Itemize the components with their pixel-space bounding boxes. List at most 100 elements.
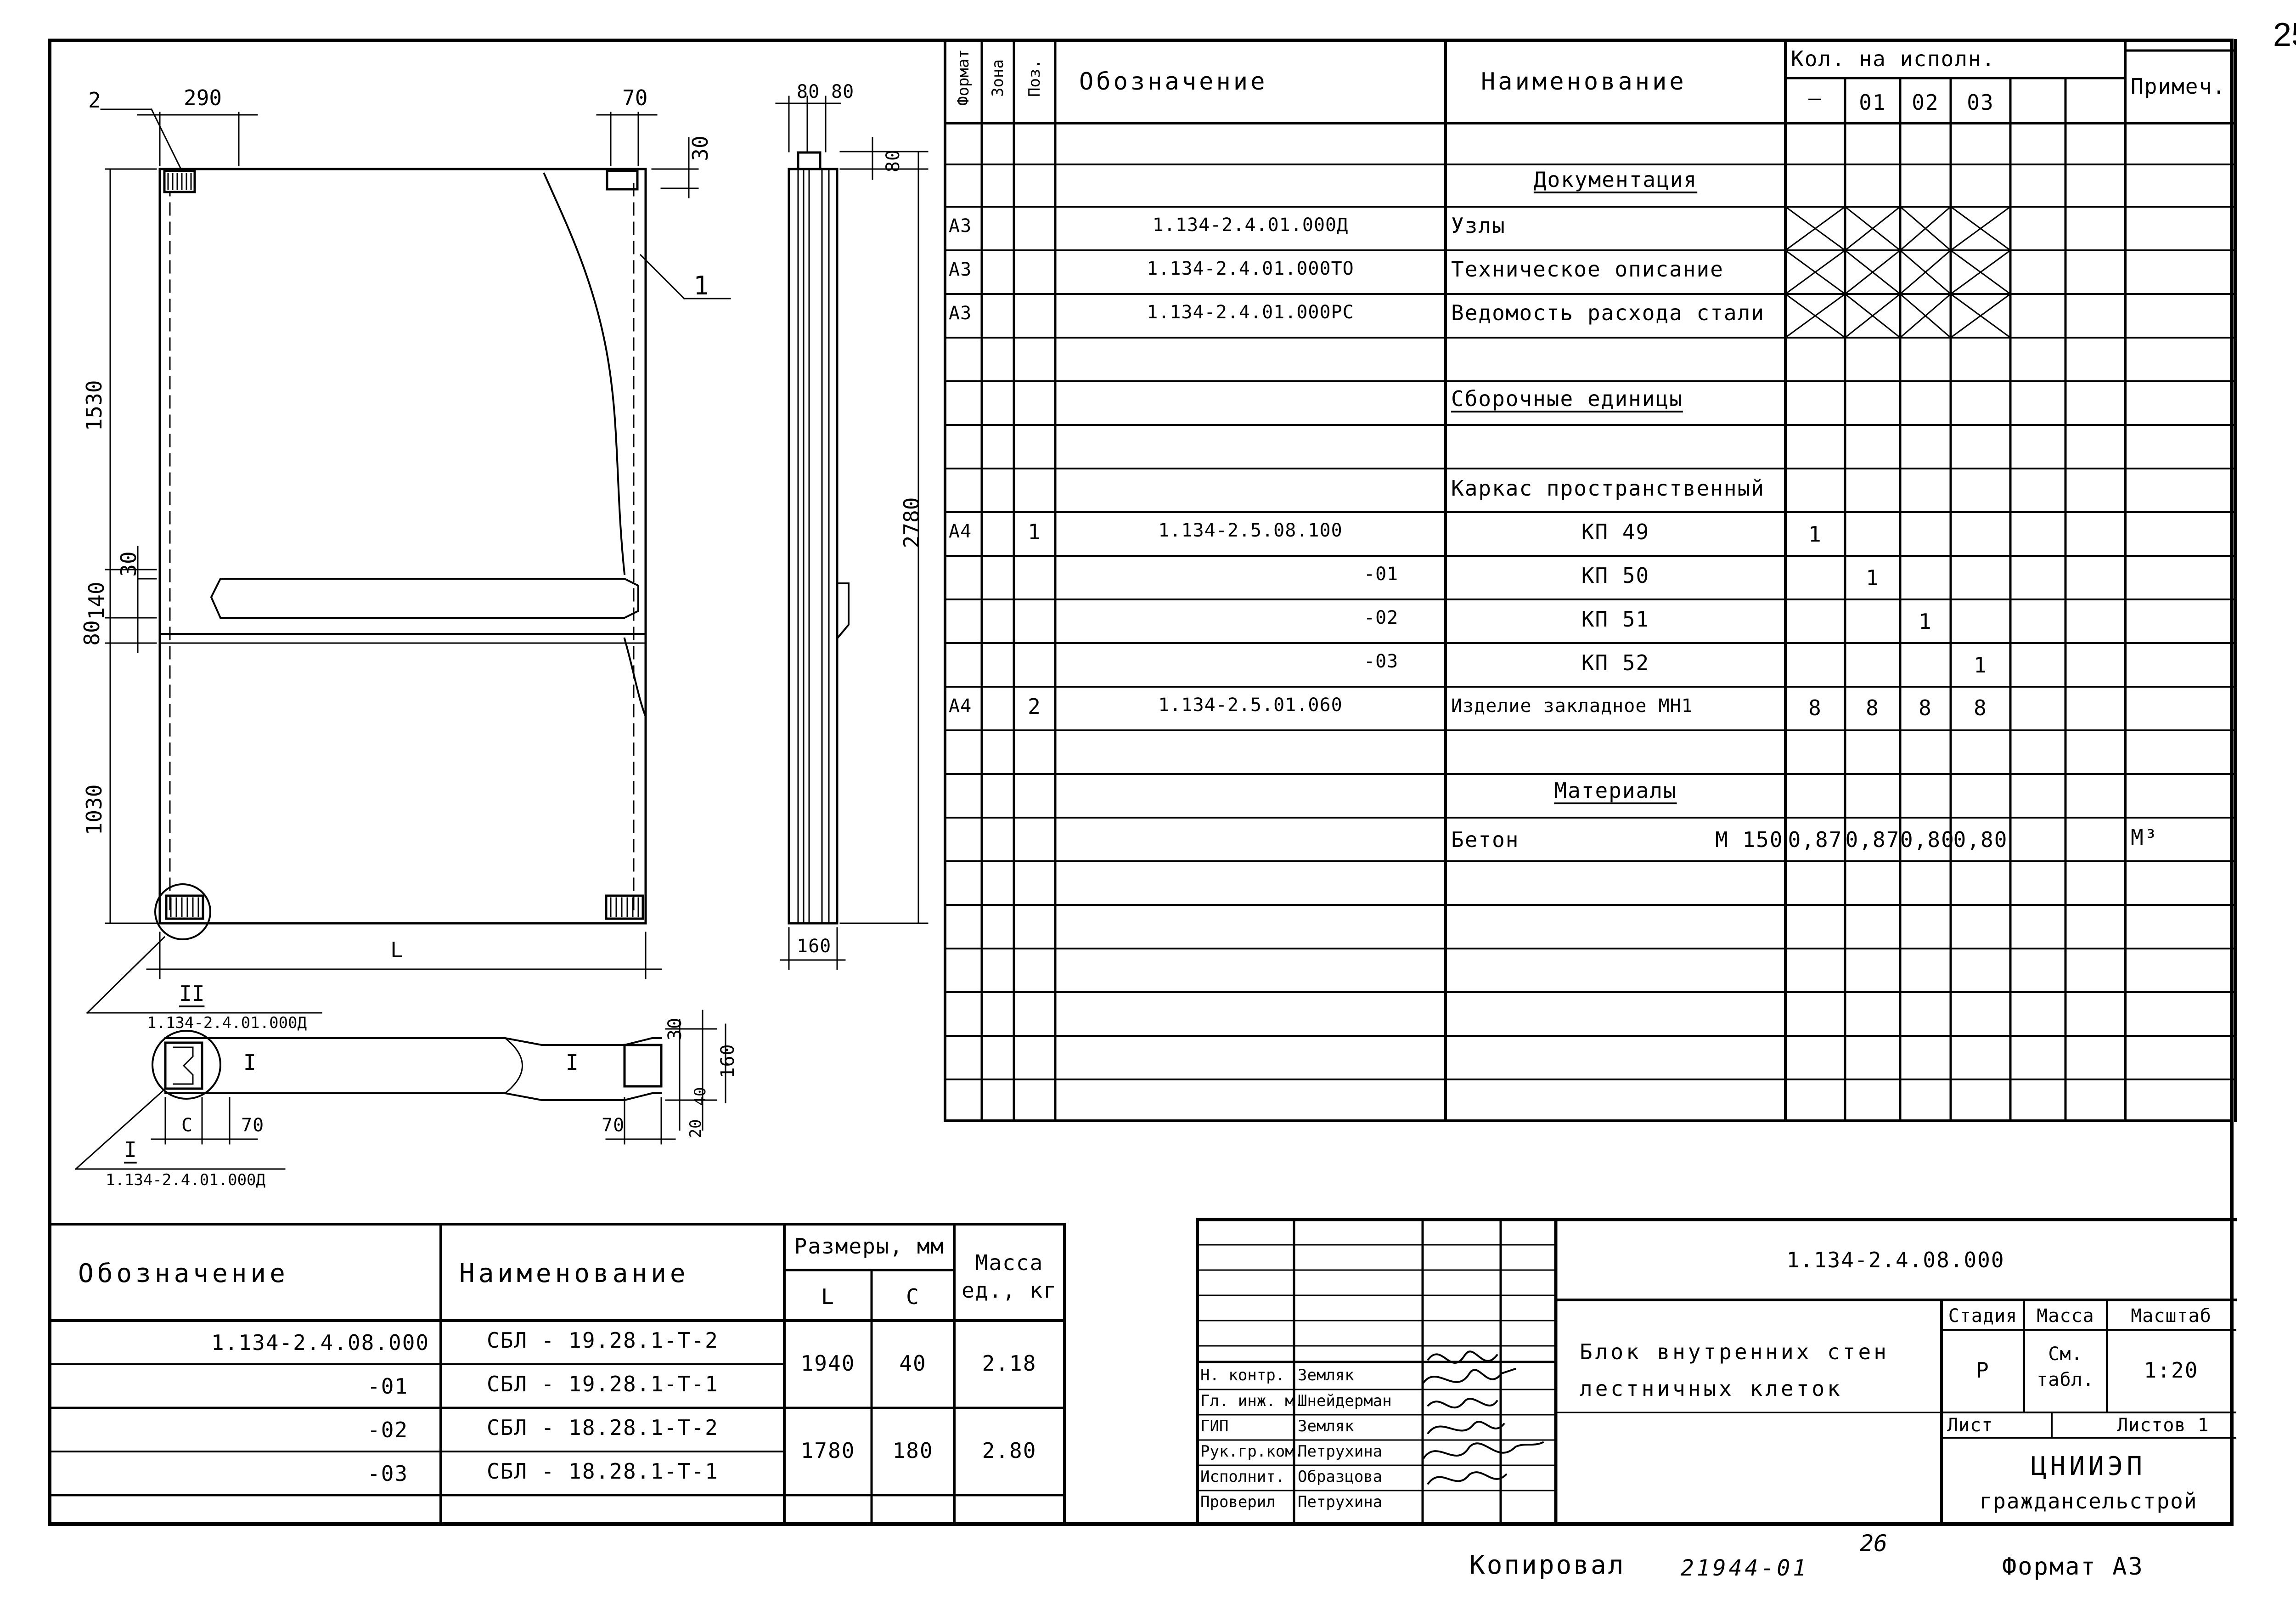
spec-row-designation: 1.134-2.4.01.000РС xyxy=(1147,302,1354,323)
spec-row-format: А3 xyxy=(949,215,972,237)
leader-pos-1: 1 xyxy=(693,271,713,301)
signature-name: Петрухина xyxy=(1298,1442,1383,1461)
signature-role: Исполнит. xyxy=(1200,1468,1285,1486)
spec-row-qty: 8 xyxy=(1974,695,1987,720)
spec-header-qty-base: — xyxy=(1808,85,1822,110)
dim-plan-C: С xyxy=(181,1115,193,1136)
spec-row-qty: 1 xyxy=(1919,609,1932,634)
spec-row-designation: 1.134-2.5.01.060 xyxy=(1158,695,1343,716)
variants-header-L: L xyxy=(821,1284,835,1309)
spec-row-designation: -01 xyxy=(1364,564,1399,585)
title-sheet-label: Лист xyxy=(1947,1415,1993,1436)
leader-plan-I: I xyxy=(566,1050,579,1075)
title-org-line-2: граждансельстрой xyxy=(1979,1489,2198,1514)
spec-row-qty: 1 xyxy=(1866,565,1880,590)
spec-row-designation: 1.134-2.4.01.000ТО xyxy=(1147,258,1354,279)
spec-header-qty: Кол. на исполн. xyxy=(1791,46,1996,71)
spec-row-format: А3 xyxy=(949,259,972,280)
dim-70: 70 xyxy=(622,85,648,110)
dim-side-80c: 80 xyxy=(883,149,904,173)
signature-role: Рук.гр.ком. xyxy=(1200,1442,1304,1461)
leader-plan-I-2: I xyxy=(243,1050,256,1075)
variants-header-C: С xyxy=(906,1284,920,1309)
variants-header-name: Наименование xyxy=(459,1259,689,1288)
signature-name: Образцова xyxy=(1298,1468,1383,1486)
spec-header-name: Наименование xyxy=(1481,68,1687,96)
spec-header-designation: Обозначение xyxy=(1079,68,1268,96)
dim-side-80a: 80 xyxy=(797,81,820,102)
variants-header-mass: Масса ед., кг xyxy=(962,1250,1057,1303)
title-block-grid xyxy=(1196,1218,2237,1526)
spec-row-name: Узлы xyxy=(1451,213,1506,238)
spec-row-name: Изделие закладное МН1 xyxy=(1451,695,1693,717)
variants-row-name: СБЛ - 19.28.1-Т-2 xyxy=(487,1328,719,1353)
title-stage-label: Стадия xyxy=(1948,1305,2018,1327)
spec-row-qty: 0,80 xyxy=(1953,827,2008,852)
title-org-line-1: ЦНИИЭП xyxy=(2031,1452,2146,1481)
variants-row-name: СБЛ - 18.28.1-Т-2 xyxy=(487,1415,719,1440)
dim-1530: 1530 xyxy=(82,380,107,431)
signature-role: Н. контр. xyxy=(1200,1366,1285,1384)
callout-roman: I xyxy=(124,1137,137,1162)
corner-mark: 25u xyxy=(2273,17,2296,53)
spec-row-format: А3 xyxy=(949,303,972,324)
footer-page-number: 26 xyxy=(1860,1530,1888,1557)
dim-side-80b: 80 xyxy=(831,81,855,102)
dim-2780: 2780 xyxy=(899,497,924,548)
variants-row-designation: -02 xyxy=(367,1418,409,1442)
variants-row-designation: -01 xyxy=(367,1374,409,1399)
dim-plan-70a: 70 xyxy=(241,1115,264,1136)
spec-row-designation: 1.134-2.5.08.100 xyxy=(1158,520,1343,541)
variants-L-value: 1780 xyxy=(800,1438,855,1463)
dim-plan-160: 160 xyxy=(717,1044,738,1079)
variants-row-designation: 1.134-2.4.08.000 xyxy=(211,1330,430,1355)
dim-290: 290 xyxy=(184,85,222,110)
title-scale-value: 1:20 xyxy=(2144,1358,2199,1383)
title-scale-label: Масштаб xyxy=(2131,1305,2212,1327)
signature-role: ГИП xyxy=(1200,1417,1229,1435)
spec-section-documentation: Документация xyxy=(1533,167,1698,192)
signature-name: Земляк xyxy=(1298,1366,1354,1384)
title-sheets-label: Листов 1 xyxy=(2117,1415,2209,1436)
spec-row-note: М³ xyxy=(2131,825,2158,850)
signature-name: Шнейдерман xyxy=(1298,1392,1392,1410)
spec-header-note: Примеч. xyxy=(2131,74,2226,99)
spec-row-designation: 1.134-2.4.01.000Д xyxy=(1152,215,1349,236)
spec-row-qty: 8 xyxy=(1808,695,1822,720)
callout-ref: 1.134-2.4.01.000Д xyxy=(147,1014,307,1032)
spec-row-name: Техническое описание xyxy=(1451,257,1724,282)
spec-header-pos: Поз. xyxy=(1025,59,1044,97)
spec-row-pos: 1 xyxy=(1028,520,1041,544)
spec-row-name: КП 49 xyxy=(1581,520,1650,544)
spec-row-format: А4 xyxy=(949,695,972,717)
side-elevation xyxy=(775,96,929,970)
spec-row-qty: 0,87 xyxy=(1845,827,1900,852)
dim-plan-20: 20 xyxy=(687,1119,705,1138)
spec-row-format: А4 xyxy=(949,521,972,542)
signature-role: Гл. инж. м. xyxy=(1200,1392,1304,1410)
title-stage-value: Р xyxy=(1976,1358,1990,1383)
spec-row-pos: 2 xyxy=(1028,694,1041,719)
spec-row-qty: 0,80 xyxy=(1900,827,1955,852)
signature-name: Петрухина xyxy=(1298,1493,1383,1511)
dim-80: 80 xyxy=(79,620,104,646)
spec-row-qty: 1 xyxy=(1808,522,1822,547)
dim-1030: 1030 xyxy=(82,784,107,836)
leader-pos-2: 2 xyxy=(88,88,101,113)
variants-L-value: 1940 xyxy=(800,1351,855,1376)
spec-row-qty: 1 xyxy=(1974,653,1987,678)
spec-row-qty: 8 xyxy=(1919,695,1932,720)
variants-header-designation: Обозначение xyxy=(78,1259,289,1288)
title-mass-label: Масса xyxy=(2037,1305,2094,1327)
plan-section xyxy=(74,1010,726,1170)
spec-row-name: Бетон xyxy=(1451,827,1519,852)
spec-section-materials: Материалы xyxy=(1554,778,1677,803)
front-elevation xyxy=(86,108,731,1014)
callout-roman: II xyxy=(179,981,205,1006)
spec-header-zone: Зона xyxy=(989,59,1007,97)
signature-name: Земляк xyxy=(1298,1417,1354,1435)
callout-ref: 1.134-2.4.01.000Д xyxy=(106,1171,265,1189)
spec-row-name: КП 51 xyxy=(1581,607,1650,632)
